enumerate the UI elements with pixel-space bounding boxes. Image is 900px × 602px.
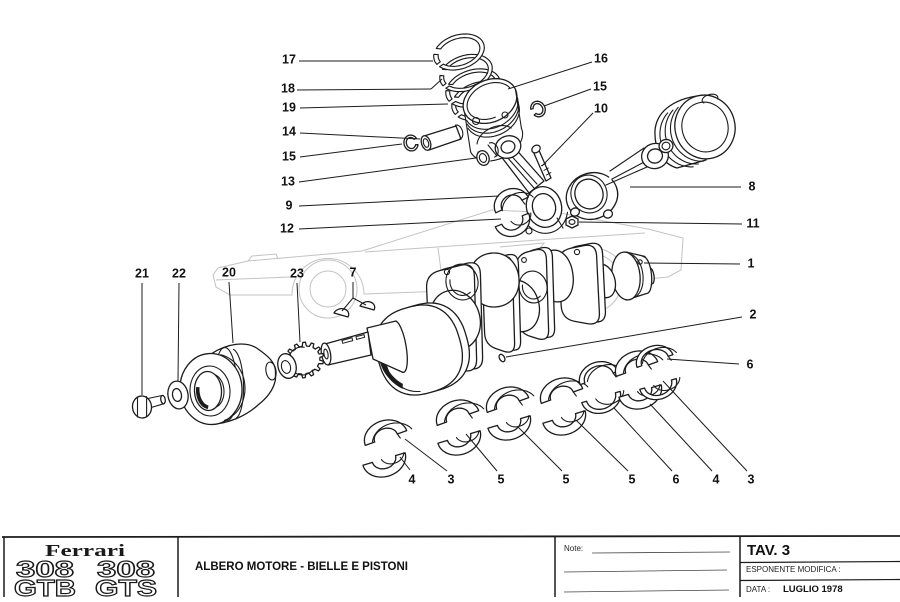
svg-text:21: 21 <box>135 267 149 281</box>
svg-text:20: 20 <box>222 266 236 280</box>
svg-text:ALBERO MOTORE - BIELLE E PISTO: ALBERO MOTORE - BIELLE E PISTONI <box>195 561 408 573</box>
svg-text:15: 15 <box>593 80 607 94</box>
svg-text:5: 5 <box>498 473 505 487</box>
svg-text:5: 5 <box>629 473 636 487</box>
svg-text:LUGLIO 1978: LUGLIO 1978 <box>783 584 843 595</box>
svg-text:3: 3 <box>748 473 755 487</box>
svg-text:11: 11 <box>746 217 759 231</box>
svg-text:1: 1 <box>748 257 755 271</box>
svg-text:4: 4 <box>409 473 416 487</box>
svg-text:10: 10 <box>594 102 608 116</box>
svg-text:7: 7 <box>350 266 357 280</box>
svg-text:6: 6 <box>673 473 680 487</box>
svg-text:23: 23 <box>290 267 304 281</box>
svg-text:Note:: Note: <box>564 544 583 553</box>
svg-text:5: 5 <box>563 473 570 487</box>
svg-text:TAV. 3: TAV. 3 <box>747 542 790 559</box>
svg-text:GTS: GTS <box>95 575 157 597</box>
svg-text:13: 13 <box>281 175 295 189</box>
svg-text:9: 9 <box>286 199 293 213</box>
svg-text:308: 308 <box>16 556 74 582</box>
svg-text:308: 308 <box>97 556 155 582</box>
svg-text:GTB: GTB <box>14 575 76 597</box>
svg-text:DATA :: DATA : <box>746 585 770 594</box>
svg-text:12: 12 <box>280 222 294 236</box>
svg-text:ESPONENTE MODIFICA :: ESPONENTE MODIFICA : <box>746 565 841 574</box>
svg-text:6: 6 <box>747 358 754 372</box>
svg-text:Ferrari: Ferrari <box>45 541 125 560</box>
svg-text:17: 17 <box>282 53 296 67</box>
svg-text:18: 18 <box>281 82 295 96</box>
svg-text:22: 22 <box>172 267 186 281</box>
svg-text:16: 16 <box>594 52 608 66</box>
svg-text:15: 15 <box>282 150 296 164</box>
svg-text:14: 14 <box>282 125 296 139</box>
svg-text:4: 4 <box>713 473 720 487</box>
svg-text:19: 19 <box>282 101 296 115</box>
svg-text:3: 3 <box>448 473 455 487</box>
svg-text:2: 2 <box>750 308 757 322</box>
svg-text:8: 8 <box>749 180 756 194</box>
